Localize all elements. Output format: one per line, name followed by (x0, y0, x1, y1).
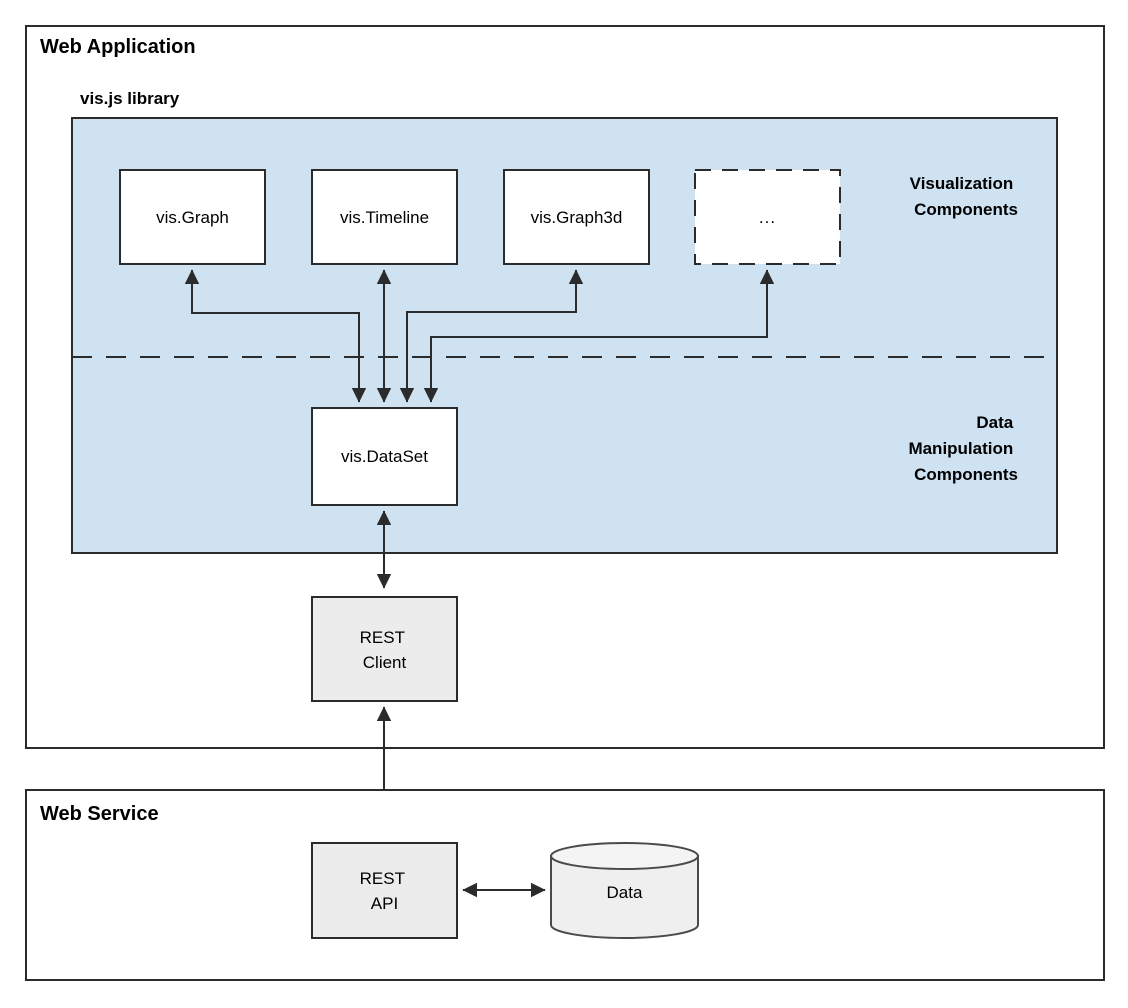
frame-title-web-application: Web Application (40, 36, 196, 58)
component-label-vis-graph3d: vis.Graph3d (531, 208, 623, 227)
component-box-rest-client[interactable] (311, 596, 458, 702)
component-box-rest-api[interactable] (311, 842, 458, 939)
cylinder-body (550, 855, 699, 939)
component-label-rest-api: REST API (360, 869, 410, 913)
component-label-vis-timeline: vis.Timeline (340, 208, 429, 227)
component-label-rest-client: REST Client (360, 628, 410, 672)
connector-dataset-more-components (423, 269, 775, 403)
component-label-vis-dataset: vis.DataSet (341, 447, 428, 466)
cylinder-top (550, 842, 699, 870)
frame-title-web-service: Web Service (40, 803, 159, 825)
component-label-vis-graph: vis.Graph (156, 208, 229, 227)
connector-dataset-vis-graph (184, 269, 367, 403)
component-cylinder-data-store[interactable] (550, 842, 699, 939)
group-label-data-manipulation: Data Manipulation Components (908, 413, 1018, 484)
component-box-vis-graph3d[interactable] (503, 169, 650, 265)
component-box-vis-timeline[interactable] (311, 169, 458, 265)
component-box-vis-dataset[interactable] (311, 407, 458, 506)
group-label-visualization: Visualization Components (910, 174, 1018, 219)
component-box-more-components[interactable] (694, 169, 841, 265)
component-label-data-store: Data (607, 883, 643, 902)
library-title: vis.js library (80, 89, 180, 108)
component-box-vis-graph[interactable] (119, 169, 266, 265)
component-label-more-components: ... (759, 208, 776, 227)
